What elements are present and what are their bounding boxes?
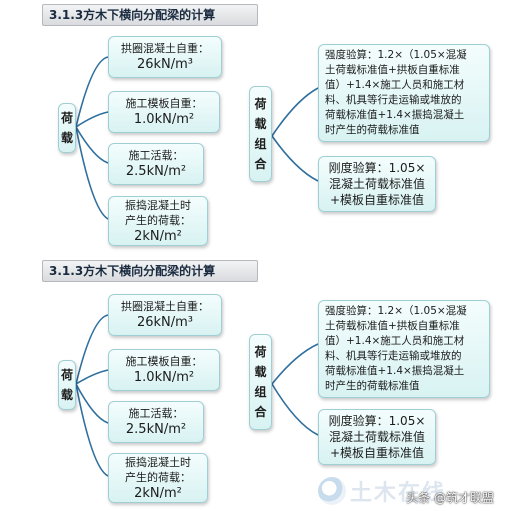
load-item-label: 施工活载： bbox=[128, 149, 184, 162]
combination-char: 荷 bbox=[254, 345, 267, 359]
strength-check-line: 时产生的荷载标准值 bbox=[325, 124, 420, 136]
load-item-label: 产生的荷载： bbox=[125, 213, 191, 227]
load-item-value: 2.5kN/m² bbox=[125, 422, 187, 437]
stiffness-check-box: 刚度验算：1.05× 混凝土荷载标准值 +模板自重标准值 bbox=[318, 409, 436, 465]
load-item-value: 2kN/m² bbox=[134, 228, 182, 244]
stiffness-check-box: 刚度验算：1.05× 混凝土荷载标准值 +模板自重标准值 bbox=[318, 156, 436, 212]
stiffness-check-line: 混凝土荷载标准值 bbox=[328, 177, 425, 191]
combination-char: 组 bbox=[254, 137, 267, 151]
strength-check-line: 强度验算：1.2×（1.05×混凝 bbox=[325, 49, 467, 61]
strength-check-line: 值）+1.4×施工人员和施工材 bbox=[325, 79, 465, 91]
load-char: 荷 bbox=[60, 368, 73, 382]
diagram-panel-1: 3.1.3方木下横向分配梁的计算 荷 载 拱圈混凝土自重： 26kN/m³ 施工… bbox=[0, 0, 506, 255]
diagram-panel-2: 3.1.3方木下横向分配梁的计算 荷 载 拱圈混凝土自重： 26kN/m³ 施工… bbox=[0, 256, 506, 511]
combination-char: 合 bbox=[254, 405, 267, 419]
stiffness-check-line: 混凝土荷载标准值 bbox=[328, 430, 425, 444]
connector-lines bbox=[75, 56, 319, 220]
watermark-logo-icon bbox=[318, 477, 346, 505]
load-item-label: 拱圈混凝土自重： bbox=[121, 300, 209, 313]
load-item-value: 26kN/m³ bbox=[136, 315, 194, 330]
combination-char: 载 bbox=[254, 365, 267, 379]
stiffness-check-line: +模板自重标准值 bbox=[329, 193, 425, 207]
combination-char: 合 bbox=[254, 157, 267, 171]
load-item-concrete: 拱圈混凝土自重： 26kN/m³ bbox=[108, 294, 222, 336]
load-item-label: 产生的荷载： bbox=[125, 470, 191, 484]
load-item-formwork: 施工模板自重： 1.0kN/m² bbox=[108, 349, 220, 391]
load-item-value: 2.5kN/m² bbox=[125, 164, 187, 179]
strength-check-line: 料、机具等行走运输或堆放的 bbox=[325, 94, 462, 106]
connector-lines bbox=[75, 314, 319, 477]
watermark-caption: 头条 @筑才联盟 bbox=[406, 491, 494, 505]
section-title: 3.1.3方木下横向分配梁的计算 bbox=[42, 260, 258, 282]
load-char: 载 bbox=[60, 388, 73, 402]
load-item-value: 26kN/m³ bbox=[136, 57, 194, 72]
load-item-value: 1.0kN/m² bbox=[133, 370, 195, 385]
strength-check-line: 土荷载标准值+拱板自重标准 bbox=[325, 320, 460, 332]
load-box: 荷 载 bbox=[58, 103, 76, 153]
load-char: 荷 bbox=[60, 111, 73, 125]
strength-check-line: 值）+1.4×施工人员和施工材 bbox=[325, 335, 465, 347]
load-item-live-load: 施工活载： 2.5kN/m² bbox=[108, 401, 204, 443]
section-title: 3.1.3方木下横向分配梁的计算 bbox=[42, 4, 258, 26]
load-item-label: 振捣混凝土时 bbox=[125, 455, 191, 469]
strength-check-box: 强度验算：1.2×（1.05×混凝 土荷载标准值+拱板自重标准 值）+1.4×施… bbox=[318, 300, 490, 398]
strength-check-box: 强度验算：1.2×（1.05×混凝 土荷载标准值+拱板自重标准 值）+1.4×施… bbox=[318, 44, 490, 142]
stiffness-check-line: +模板自重标准值 bbox=[329, 446, 425, 460]
load-item-concrete: 拱圈混凝土自重： 26kN/m³ bbox=[108, 36, 222, 78]
load-item-label: 拱圈混凝土自重： bbox=[121, 42, 209, 55]
load-combination-box: 荷 载 组 合 bbox=[249, 86, 272, 182]
load-item-label: 施工模板自重： bbox=[125, 355, 203, 368]
strength-check-line: 强度验算：1.2×（1.05×混凝 bbox=[325, 305, 467, 317]
load-item-vibration: 振捣混凝土时 产生的荷载： 2kN/m² bbox=[108, 196, 208, 246]
watermark-ghost-text: 土木在线 bbox=[350, 481, 447, 506]
combination-char: 组 bbox=[254, 385, 267, 399]
combination-char: 荷 bbox=[254, 97, 267, 111]
combination-char: 载 bbox=[254, 117, 267, 131]
load-item-label: 施工活载： bbox=[128, 407, 184, 420]
strength-check-line: 时产生的荷载标准值 bbox=[325, 380, 420, 392]
load-item-vibration: 振捣混凝土时 产生的荷载： 2kN/m² bbox=[108, 453, 208, 503]
load-item-label: 施工模板自重： bbox=[125, 97, 203, 110]
load-item-label: 振捣混凝土时 bbox=[125, 198, 191, 212]
strength-check-line: 土荷载标准值+拱板自重标准 bbox=[325, 64, 460, 76]
load-item-value: 1.0kN/m² bbox=[133, 112, 195, 127]
load-combination-box: 荷 载 组 合 bbox=[249, 334, 272, 430]
watermark: 土木在线 头条 @筑才联盟 bbox=[318, 474, 504, 508]
load-char: 载 bbox=[60, 131, 73, 145]
load-item-formwork: 施工模板自重： 1.0kN/m² bbox=[108, 91, 220, 133]
strength-check-line: 料、机具等行走运输或堆放的 bbox=[325, 350, 462, 362]
stiffness-check-line: 刚度验算：1.05× bbox=[328, 161, 426, 175]
load-box: 荷 载 bbox=[58, 360, 76, 410]
strength-check-line: 荷载标准值+1.4×振捣混凝土 bbox=[325, 109, 465, 121]
strength-check-line: 荷载标准值+1.4×振捣混凝土 bbox=[325, 365, 465, 377]
load-item-value: 2kN/m² bbox=[134, 485, 182, 501]
stiffness-check-line: 刚度验算：1.05× bbox=[328, 414, 426, 428]
load-item-live-load: 施工活载： 2.5kN/m² bbox=[108, 143, 204, 185]
